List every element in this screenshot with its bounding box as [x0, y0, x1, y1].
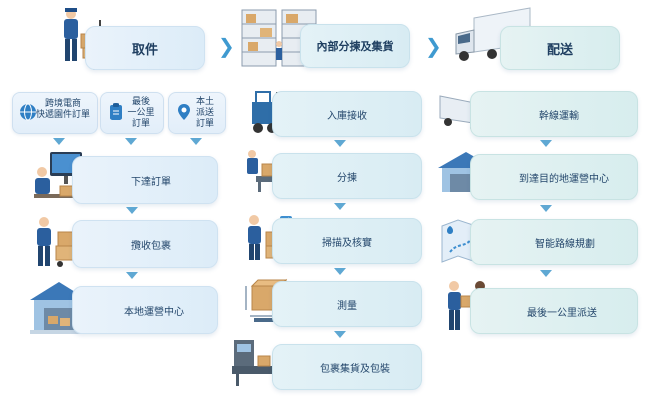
arrow-down-icon: [540, 270, 552, 277]
step-measurement-label: 測量: [337, 300, 357, 312]
column-header-internal-sorting: 內部分揀及集貨: [300, 24, 410, 68]
arrow-down-icon: [125, 138, 137, 145]
arrow-down-icon: [126, 272, 138, 279]
step-scan-verify: 掃描及核實: [272, 218, 422, 264]
order-type-last-mile-label: 最後 一公里 訂單: [127, 97, 155, 129]
column-header-delivery: 配送: [500, 26, 620, 70]
clipboard-icon: [110, 103, 122, 120]
step-collect-parcels-label: 攬收包裹: [131, 240, 171, 252]
step-inbound-receiving-label: 入庫接收: [327, 110, 367, 122]
column-header-internal-sorting-label: 內部分揀及集貨: [316, 40, 394, 53]
chevron-right-icon: ❯: [425, 34, 442, 58]
arrow-down-icon: [53, 138, 65, 145]
step-smart-route-planning-label: 智能路線規劃: [535, 238, 595, 250]
step-destination-center-label: 到達目的地運營中心: [519, 173, 609, 185]
arrow-down-icon: [334, 331, 346, 338]
arrow-down-icon: [126, 207, 138, 214]
step-local-operation-center-label: 本地運營中心: [124, 306, 184, 318]
step-consolidate-pack: 包裹集貨及包裝: [272, 344, 422, 390]
arrow-down-icon: [540, 205, 552, 212]
step-sorting-label: 分揀: [337, 172, 357, 184]
column-header-pickup: 取件: [85, 26, 205, 70]
arrow-down-icon: [334, 140, 346, 147]
arrow-down-icon: [190, 138, 202, 145]
order-type-local-label: 本土 派送 訂單: [195, 97, 214, 129]
order-type-local[interactable]: 本土 派送 訂單: [168, 92, 226, 134]
step-scan-verify-label: 掃描及核實: [322, 237, 372, 249]
step-collect-parcels: 攬收包裹: [72, 220, 218, 268]
arrow-down-icon: [540, 140, 552, 147]
column-header-pickup-label: 取件: [131, 42, 158, 58]
order-type-cross-border[interactable]: 跨境電商 快遞園件訂單: [12, 92, 98, 134]
step-destination-center: 到達目的地運營中心: [470, 154, 638, 200]
step-place-order: 下達訂單: [72, 156, 218, 204]
step-trunk-transport: 幹線運輸: [470, 91, 638, 137]
step-last-mile-delivery: 最後一公里派送: [470, 288, 638, 334]
step-smart-route-planning: 智能路線規劃: [470, 219, 638, 265]
chevron-right-icon: ❯: [218, 34, 235, 58]
step-place-order-label: 下達訂單: [131, 176, 171, 188]
step-local-operation-center: 本地運營中心: [72, 286, 218, 334]
column-header-delivery-label: 配送: [546, 42, 573, 58]
step-last-mile-delivery-label: 最後一公里派送: [527, 307, 597, 319]
step-consolidate-pack-label: 包裹集貨及包裝: [320, 363, 390, 375]
order-type-last-mile[interactable]: 最後 一公里 訂單: [100, 92, 164, 134]
order-type-cross-border-label: 跨境電商 快遞園件訂單: [35, 99, 90, 120]
step-measurement: 測量: [272, 281, 422, 327]
step-inbound-receiving: 入庫接收: [272, 91, 422, 137]
step-trunk-transport-label: 幹線運輸: [539, 110, 579, 122]
globe-icon: [20, 103, 36, 121]
step-sorting: 分揀: [272, 153, 422, 199]
arrow-down-icon: [334, 268, 346, 275]
location-pin-icon: [178, 104, 190, 120]
arrow-down-icon: [334, 203, 346, 210]
